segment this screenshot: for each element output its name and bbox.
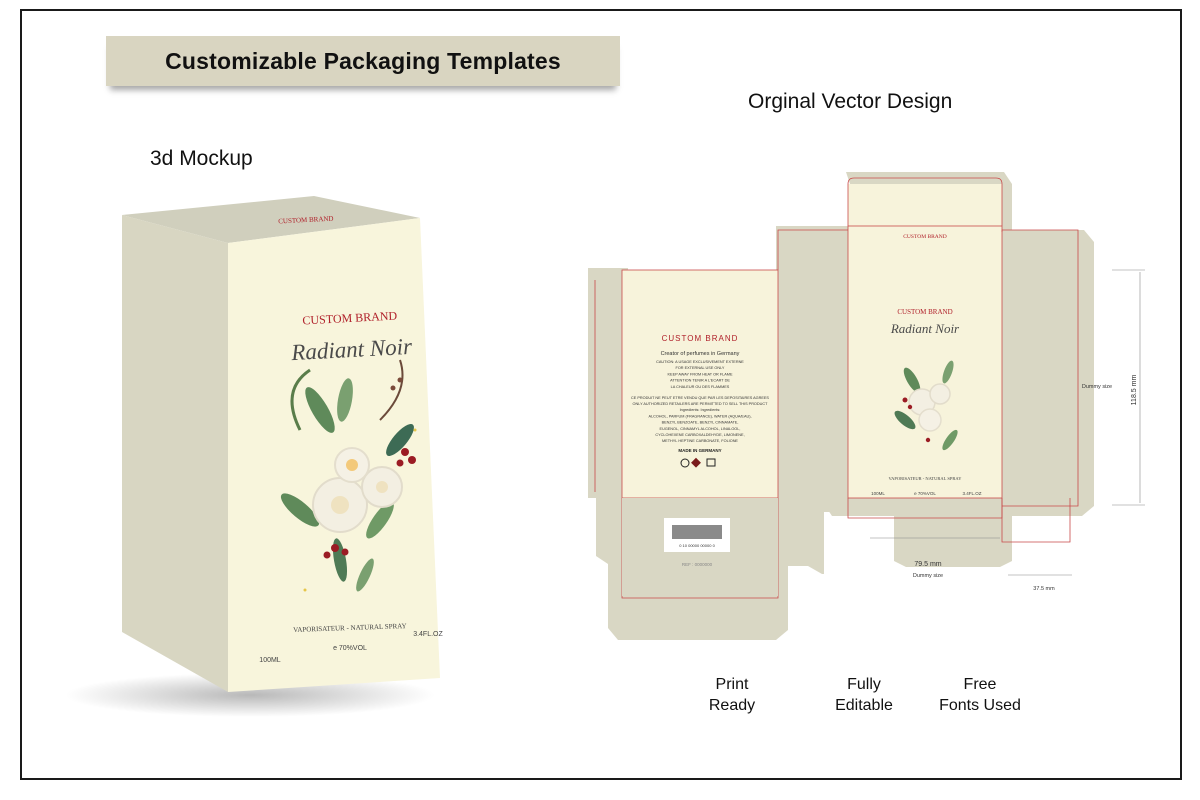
dieline-front-oz: 3.4FL.OZ [962,491,981,496]
box-volume-oz: 3.4FL.OZ [413,631,443,638]
panel-front [848,226,1002,498]
dieline-ref: REF : 0000000 [682,562,713,567]
back-text-line: ATTENTION TENIR A L'ECART DE [670,379,730,383]
dummy-height-value: 118.5 mm [1131,375,1138,406]
back-text-line: CYCLOHEXENE CARBOXALDEHYDE, LIMONENE, [655,433,744,437]
dieline-top-brand: CUSTOM BRAND [903,234,946,240]
box-top-brand: CUSTOM BRAND [278,215,334,226]
feature-print-line1: Print [715,676,749,693]
feature-fully-editable: Fully Editable [824,674,904,716]
banner-title: Customizable Packaging Templates [165,47,561,74]
heading-vector-design: Orginal Vector Design [748,90,953,113]
barcode-digits: 0 10 00000 00000 0 [679,543,715,548]
feature-free-fonts: Free Fonts Used [925,674,1035,716]
dieline-floral-illustration [894,360,958,451]
feature-fonts-line1: Free [963,676,997,693]
back-text-line: METHYL HEPTINE CARBONATE, FOLIONE [662,439,738,443]
back-text-line: EUGENOL, CINNAMYL ALCOHOL, LINALOOL, [660,427,741,431]
dimension-lines [870,269,1145,576]
back-text-line: Ingredients: Ingredients: [680,408,721,412]
back-text-line: CAUTION: A USAGE EXCLUSIVEMENT EXTERNE [656,360,744,364]
box-floral-illustration [280,359,417,592]
back-text-line: LA CHALEUR OU DES FLAMMES [671,385,730,389]
back-text-line: Creator of perfumes in Germany [661,351,740,357]
panel-back [622,270,778,498]
dieline-back-brand: CUSTOM BRAND [662,334,739,343]
back-text-line: ONLY AUTHORIZED RETAILERS ARE PERMITTED … [633,402,769,406]
back-text-line: BENZYL BENZOATE, BENZYL CINNAMATE, [662,421,739,425]
dummy-width-label: Dummy size [913,573,943,579]
content-frame [20,9,1182,780]
back-text-line: CE PRODUIT NE PEUT ETRE VENDU QUE PAR LE… [631,396,769,400]
dummy-depth-value: 37.5 mm [1033,586,1055,592]
dieline-made-in: MADE IN GERMANY [678,448,721,453]
heading-3d-mockup: 3d Mockup [150,147,253,170]
feature-print-line2: Ready [708,697,756,714]
dieline-front-product: Radiant Noir [890,321,960,336]
box-front-face [228,218,440,692]
dummy-width-value: 79.5 mm [914,561,941,568]
dieline-symbols [680,457,716,468]
feature-fonts-line2: Fonts Used [939,697,1021,714]
barcode-bars [672,525,722,539]
panel-top-tuck [848,184,1002,226]
dieline-front-spray: VAPORISATEUR - NATURAL SPRAY [889,476,963,481]
box-alcohol: e 70%VOL [333,645,367,652]
box-top-face [122,196,420,243]
box-side-face [122,215,228,692]
box-front-brand: CUSTOM BRAND [302,309,398,328]
box-volume-ml: 100ML [259,657,281,664]
box-spray-text: VAPORISATEUR - NATURAL SPRAY [293,622,407,634]
dieline-front-brand: CUSTOM BRAND [897,308,952,316]
back-text-line: FOR EXTERNAL USE ONLY [676,366,725,370]
back-text-line: ALCOHOL, PARFUM (FRAGRANCE), WATER (AQUA… [648,414,751,418]
feature-edit-line1: Fully [847,676,881,693]
back-text-line: KEEP AWAY FROM HEAT OR FLAME [668,372,733,376]
dummy-height-label: Dummy size [1082,384,1112,390]
dieline-front-ml: 100ML [871,491,885,496]
dieline-outline [588,172,1094,640]
title-banner: Customizable Packaging Templates [106,36,620,86]
feature-print-ready: Print Ready [692,674,772,716]
dieline-front-alcohol: e 70%VOL [914,491,936,496]
feature-edit-line2: Editable [835,697,893,714]
